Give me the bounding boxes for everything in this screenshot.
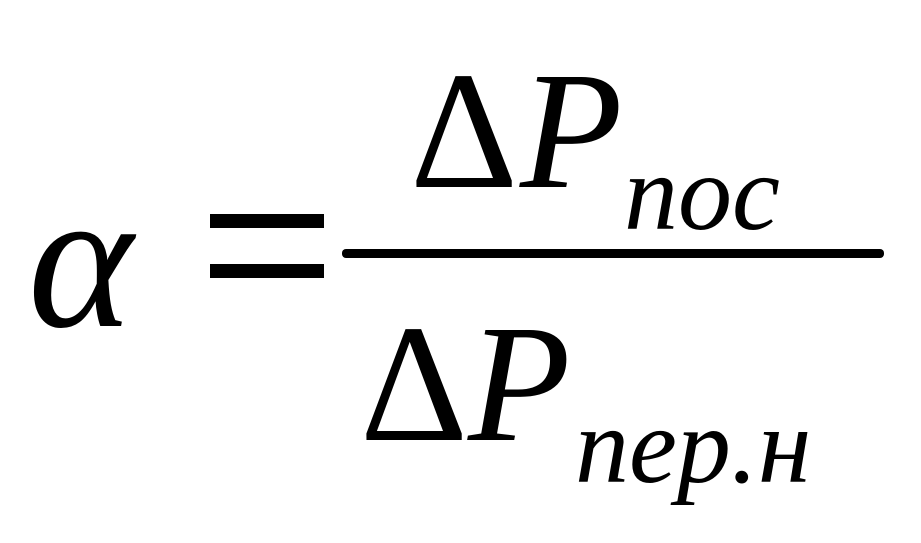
- numerator-symbol: P: [520, 38, 623, 224]
- numerator-subscript: пос: [624, 134, 780, 253]
- equals-sign: [210, 214, 324, 278]
- fraction-bar: [342, 249, 884, 258]
- alpha-symbol: α: [28, 149, 133, 370]
- denominator-delta: Δ: [360, 291, 469, 477]
- equals-bar-top: [210, 214, 324, 228]
- denominator-subscript: пер.н: [575, 387, 812, 506]
- numerator-delta: Δ: [410, 38, 519, 224]
- equals-bar-bottom: [210, 264, 324, 278]
- denominator-symbol: P: [468, 291, 571, 477]
